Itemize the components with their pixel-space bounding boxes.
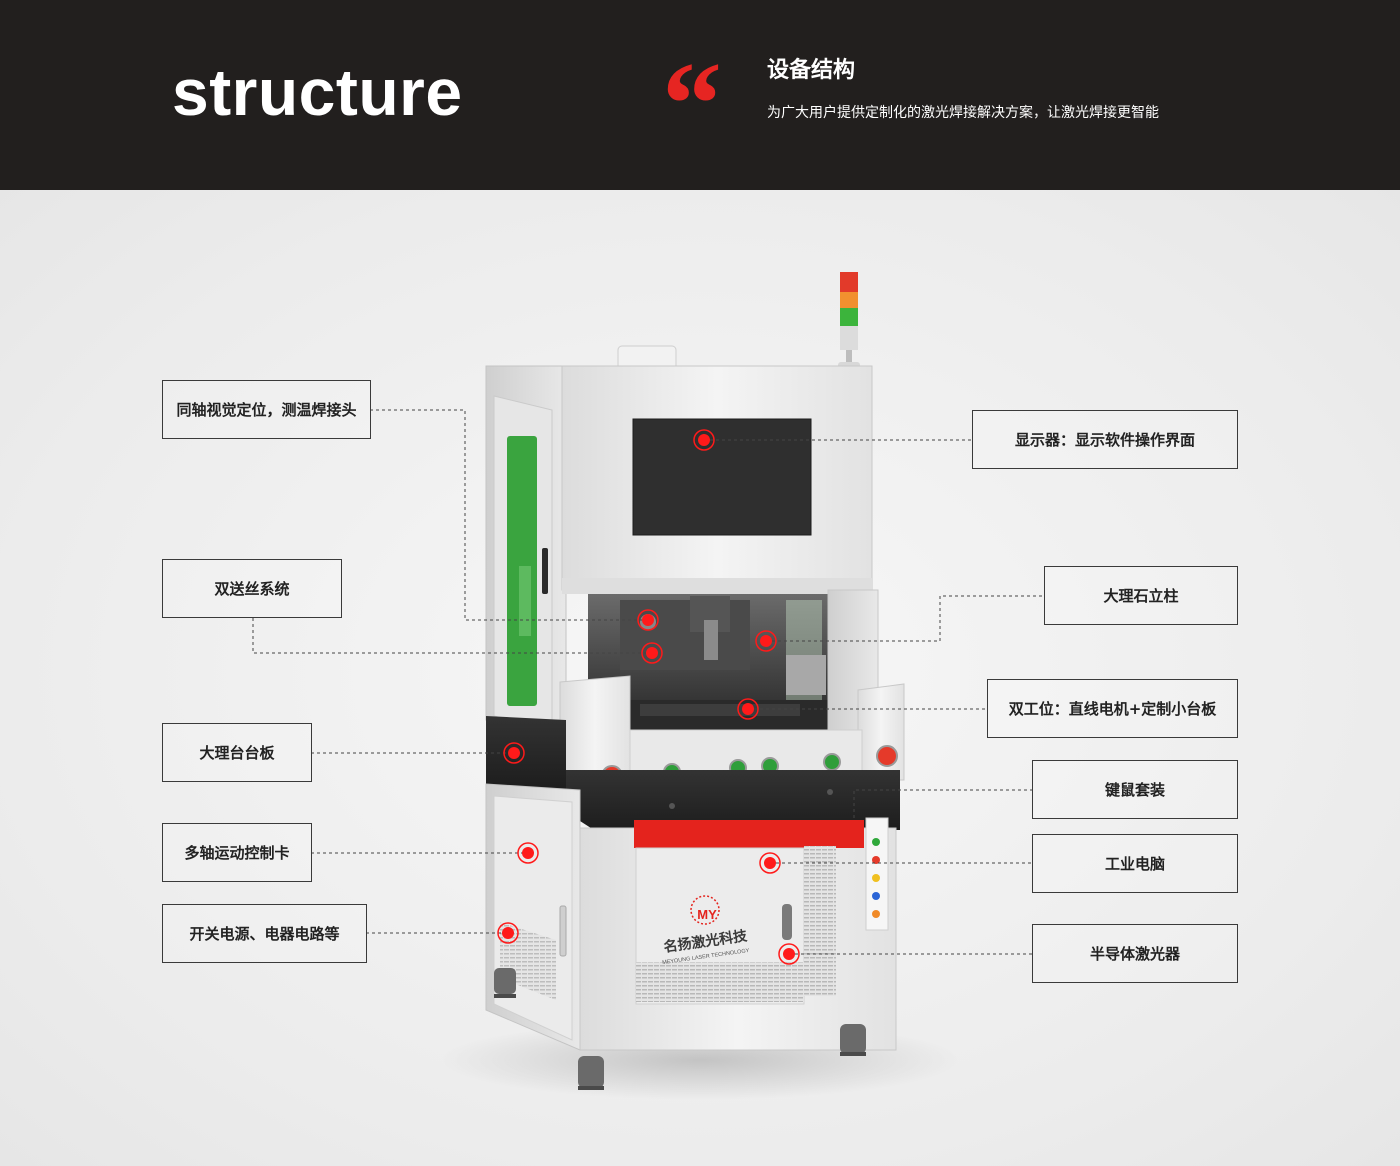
callout-coaxial-vision: 同轴视觉定位，测温焊接头 [162,380,371,439]
front-right-post [857,683,905,781]
callout-dual-station: 双工位：直线电机+定制小台板 [987,679,1238,738]
callout-marble-table: 大理台台板 [162,723,312,782]
quote-mark-icon: “ [662,37,722,170]
callout-diode-laser: 半导体激光器 [1032,924,1238,983]
header-subtitle: 为广大用户提供定制化的激光焊接解决方案，让激光焊接更智能 [767,105,1159,121]
red-trim-bar [634,820,864,848]
button-green-4 [823,753,841,771]
front-left-post [559,675,631,781]
callout-motion-card: 多轴运动控制卡 [162,823,312,882]
callout-marble-column: 大理石立柱 [1044,566,1238,625]
header-banner: structure “ 设备结构 为广大用户提供定制化的激光焊接解决方案，让激光… [0,0,1400,190]
callout-dual-wire-feed: 双送丝系统 [162,559,342,618]
caster-wheels [494,968,866,1090]
signal-tower-light [838,272,860,376]
brand-monogram: MY [697,907,717,922]
callout-switch-power: 开关电源、电器电路等 [162,904,367,963]
header-title: 设备结构 [767,58,856,83]
callout-keyboard-mouse: 键鼠套装 [1032,760,1238,819]
indicator-strip [865,817,889,931]
callout-industrial-pc: 工业电脑 [1032,834,1238,893]
header-word: structure [172,55,463,129]
marble-table-band [486,716,566,790]
emergency-stop-right [876,745,898,767]
callout-display: 显示器：显示软件操作界面 [972,410,1238,469]
monitor-screen [632,418,812,536]
